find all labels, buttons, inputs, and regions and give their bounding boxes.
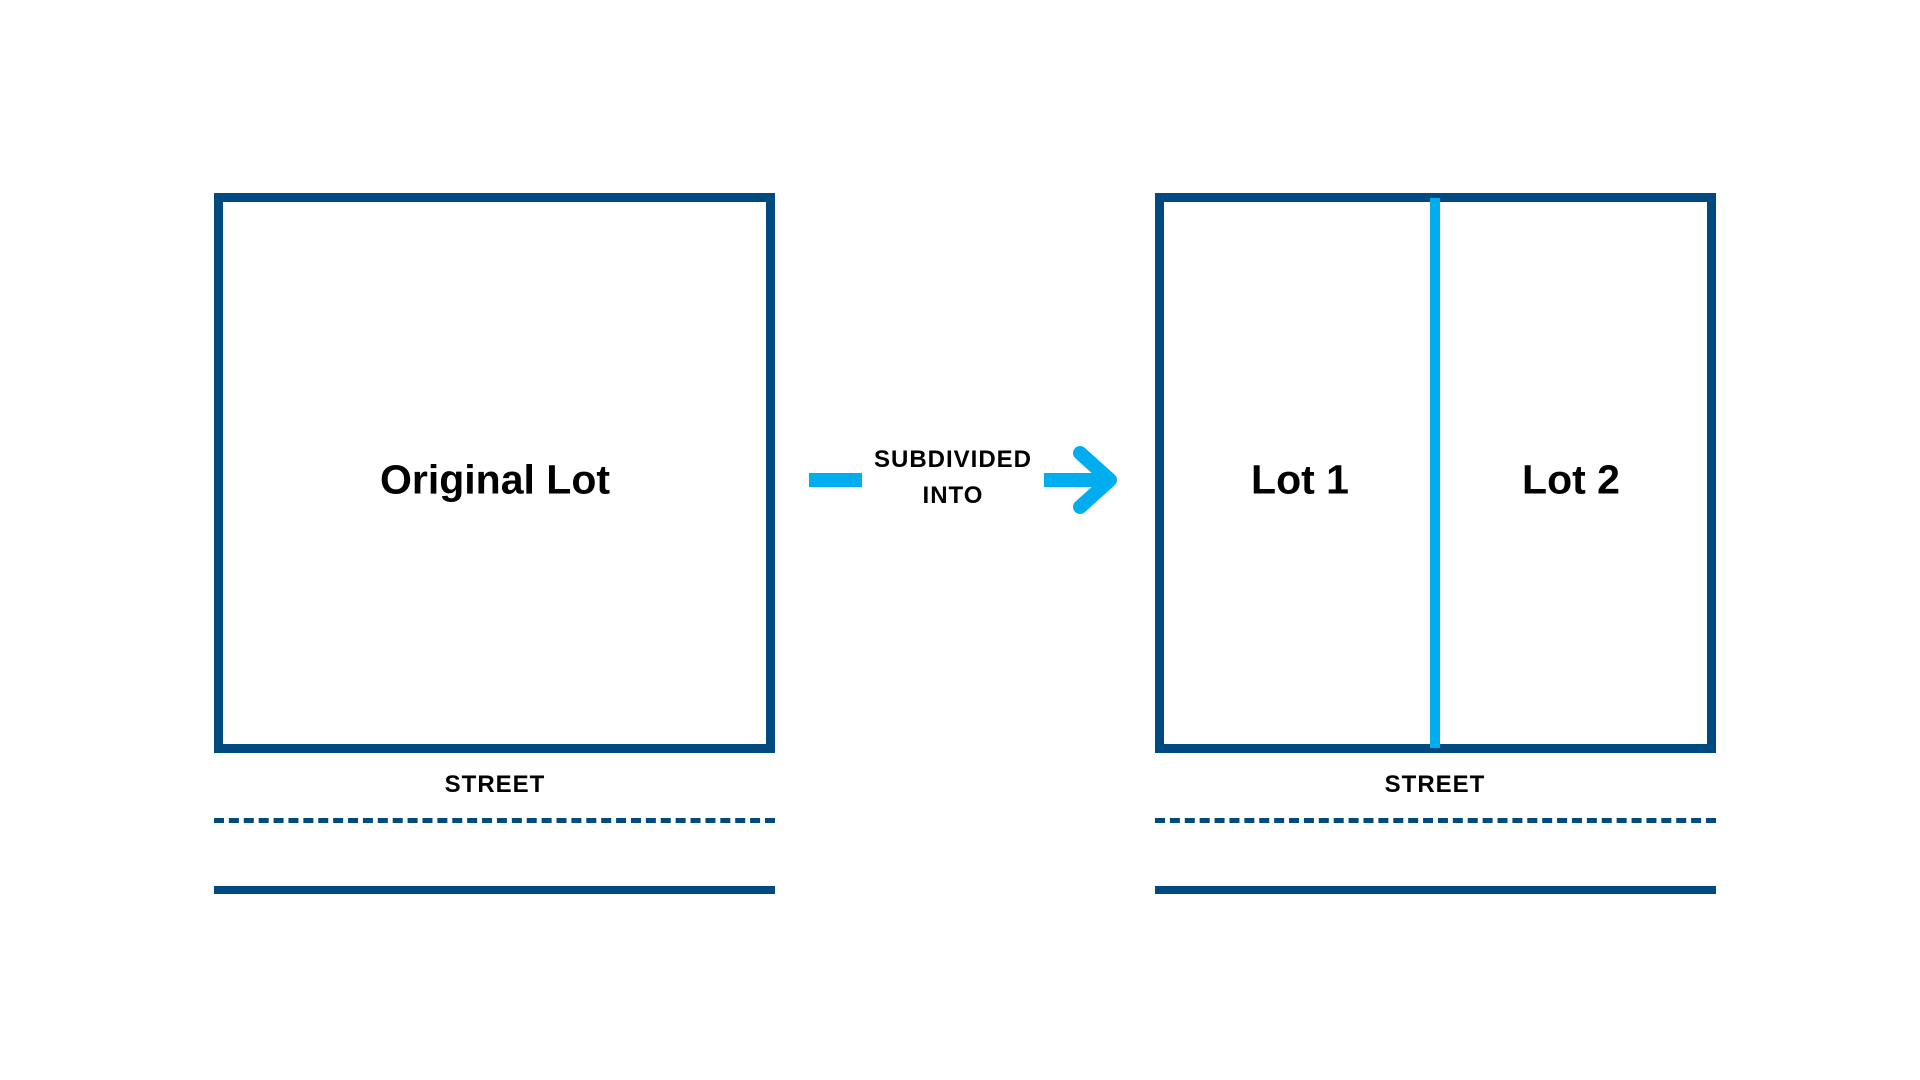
subdivided-street-edge-line <box>1155 886 1716 894</box>
subdivided-text-line2: INTO <box>922 482 984 509</box>
subdivided-street-center-line <box>1155 818 1716 823</box>
original-street-label: STREET <box>444 771 546 798</box>
lot-2-label: Lot 2 <box>1522 456 1620 503</box>
subdivided-street-label: STREET <box>1384 771 1486 798</box>
arrow-tail-dash <box>809 473 862 487</box>
original-lot-box <box>214 193 775 753</box>
original-street-edge-line <box>214 886 775 894</box>
original-lot-label: Original Lot <box>379 456 611 503</box>
arrow-right-icon <box>1044 446 1117 514</box>
subdivided-text-line1: SUBDIVIDED <box>873 446 1033 473</box>
lot-divider-line <box>1430 198 1440 748</box>
subdivided-into-text: SUBDIVIDED INTO <box>864 442 1042 514</box>
lot-1-label: Lot 1 <box>1251 456 1349 503</box>
original-street-center-line <box>214 818 775 823</box>
